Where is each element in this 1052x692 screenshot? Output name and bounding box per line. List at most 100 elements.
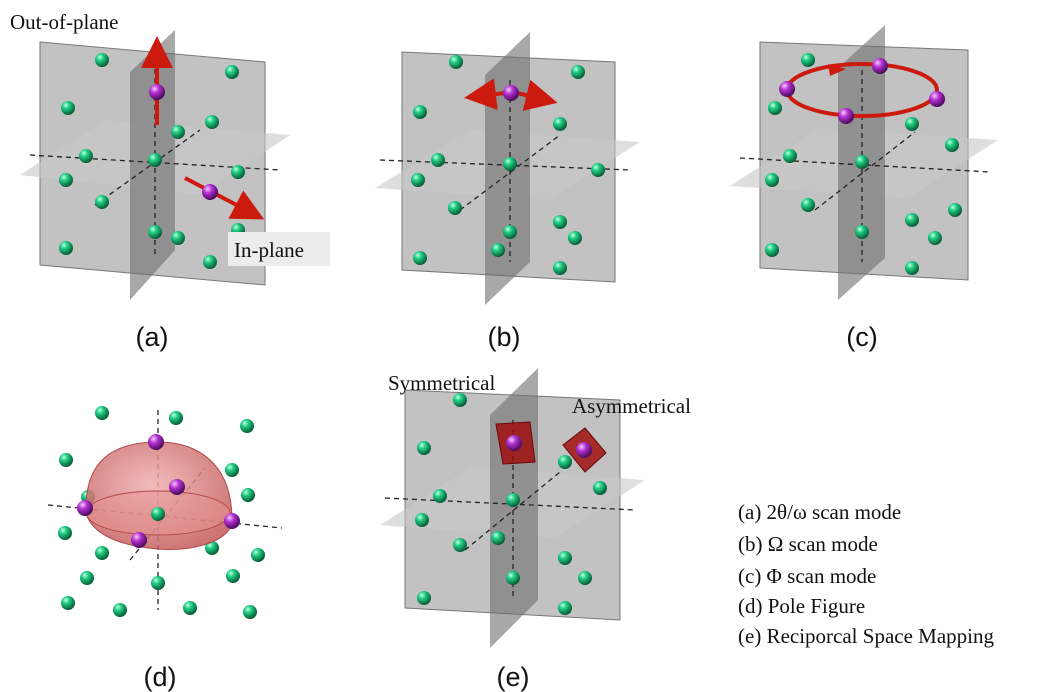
atom [905,213,919,227]
highlight-atom [838,108,854,124]
axis-dashed [459,134,561,211]
atom [417,441,431,455]
panel-label-d: (d) [144,662,177,692]
atom-lattice [415,393,607,615]
atom [558,455,572,469]
atom [231,165,245,179]
atom [205,541,219,555]
atom [506,571,520,585]
highlight-atom [872,58,888,74]
highlight-atom [224,513,240,529]
atom [80,571,94,585]
symmetrical-label: Symmetrical [388,371,495,395]
atom [95,546,109,560]
panel-d-diagram [47,406,283,619]
legend-item-b: (b) Ω scan mode [738,532,878,556]
atom [568,231,582,245]
axis-dashed [384,497,636,511]
atom [58,526,72,540]
atom [553,117,567,131]
atom [503,225,517,239]
atom [251,548,265,562]
atom [79,149,93,163]
atom [945,138,959,152]
in-plane-label: In-plane [234,238,304,262]
atom [59,241,73,255]
atom [243,605,257,619]
panel-e-diagram [380,368,645,648]
atom [169,411,183,425]
atom [431,153,445,167]
legend-item-d: (d) Pole Figure [738,594,865,618]
vertical-plane [490,368,538,648]
atom [593,481,607,495]
axis-dashed [379,159,631,171]
highlight-atom [929,91,945,107]
atom [413,251,427,265]
atom [171,125,185,139]
legend: (a) 2θ/ω scan mode (b) Ω scan mode (c) Φ… [738,500,994,648]
atom [801,198,815,212]
atom-lattice [411,55,605,275]
panel-label-b: (b) [488,322,521,352]
highlight-atom [503,85,519,101]
omega-arrow-right [516,79,558,111]
atom [415,513,429,527]
atom [765,243,779,257]
atom [148,153,162,167]
atom [558,551,572,565]
omega-arrow-left [464,78,506,110]
panel-label-c: (c) [846,322,877,352]
atom [491,531,505,545]
atom [453,393,467,407]
atom [433,489,447,503]
atom [768,101,782,115]
atom [61,596,75,610]
atom [225,463,239,477]
atom [205,115,219,129]
atom [171,231,185,245]
atom [783,149,797,163]
atom [241,488,255,502]
legend-item-e: (e) Reciporcal Space Mapping [738,624,994,648]
highlight-atom [149,84,165,100]
highlight-atom [202,184,218,200]
panel-a-diagram [20,30,330,300]
atom [411,173,425,187]
highlight-atom [779,81,795,97]
highlight-atom [506,435,522,451]
atom [448,201,462,215]
atom [928,231,942,245]
atom [765,173,779,187]
axis-dashed [464,471,561,551]
atom [240,419,254,433]
atom [226,569,240,583]
highlight-atom [77,500,93,516]
atom [506,493,520,507]
atom [453,538,467,552]
highlight-atom [169,479,185,495]
atom [113,603,127,617]
atom [225,65,239,79]
atom [449,55,463,69]
atom [183,601,197,615]
highlight-atom [148,434,164,450]
atom [578,571,592,585]
panel-b-diagram [375,32,640,305]
atom [95,406,109,420]
atom [61,101,75,115]
in-plane-label-bg [228,232,330,266]
axis-dashed [814,131,916,211]
atom [553,215,567,229]
atom [558,601,572,615]
atom [855,155,869,169]
atom [95,195,109,209]
atom [413,105,427,119]
atom-lattice [59,53,245,269]
atom [59,453,73,467]
atom [491,243,505,257]
atom [905,261,919,275]
atom [801,53,815,67]
atom [151,507,165,521]
asymmetrical-label: Asymmetrical [572,394,691,418]
